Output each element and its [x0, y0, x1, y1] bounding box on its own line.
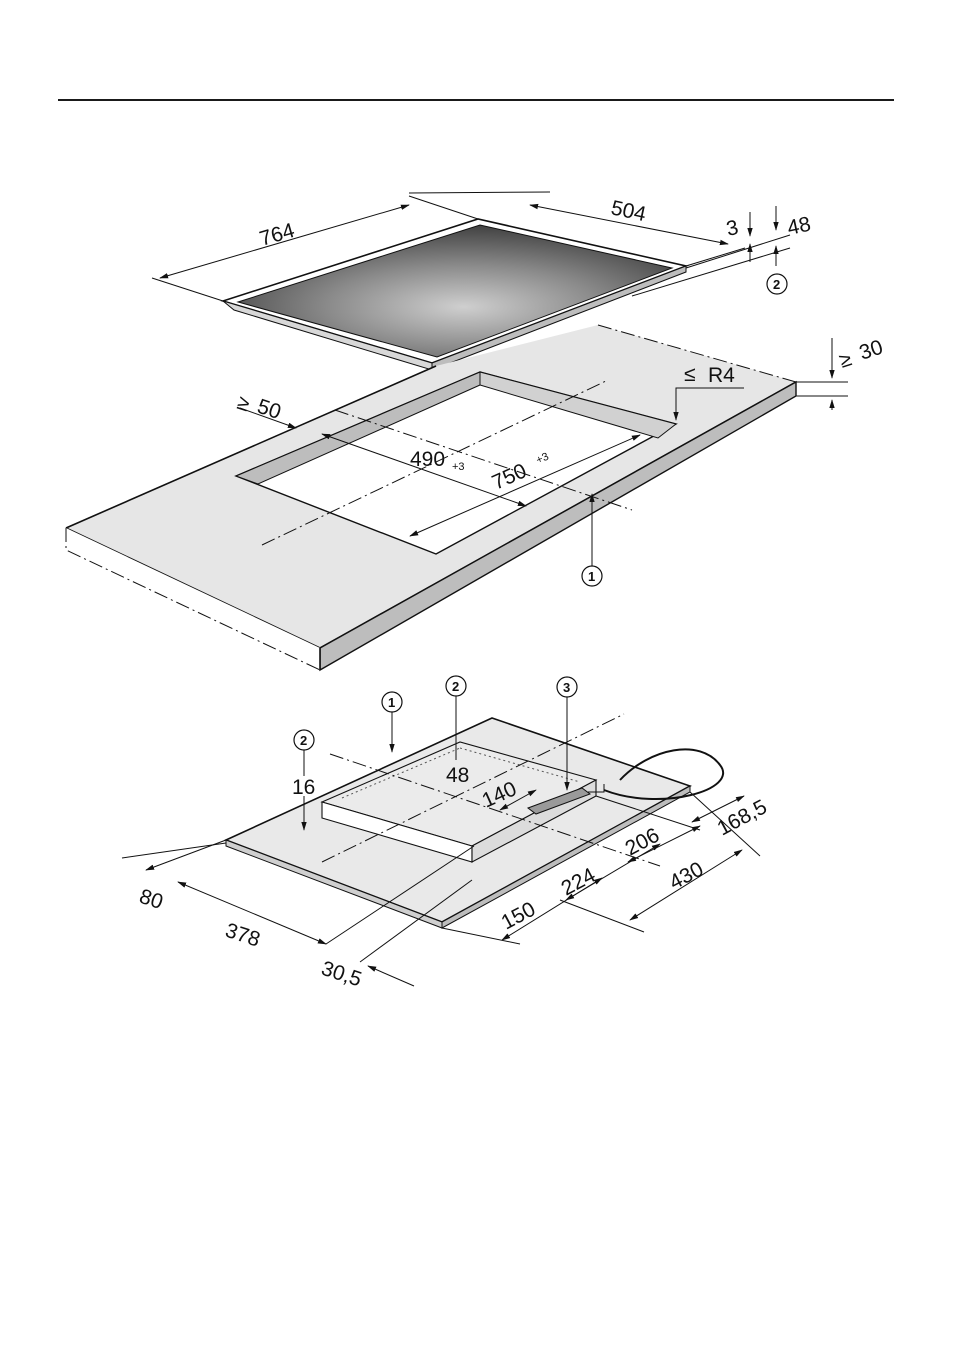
dim-right-total: 430	[666, 858, 708, 895]
dim-hob-width: 764	[257, 219, 297, 251]
callout-2-label: 2	[452, 679, 459, 694]
dim-hob-height: 48	[785, 213, 813, 240]
dim-left-offset: 80	[136, 885, 165, 914]
dim-glass-thickness: 3	[724, 216, 740, 241]
dim-corner-radius: R4	[708, 364, 735, 387]
dim-right-b: 168,5	[714, 795, 771, 840]
worktop-cutout-view: 750 +3 490 +3 ≥ 50 ≤ R4 ≥ 30 1	[66, 325, 886, 670]
callout-1-label: 1	[388, 695, 395, 710]
dim-cutout-depth: 490	[410, 448, 445, 471]
dim-min-front-distance: 50	[254, 395, 283, 424]
hob-underside-view: 1 2 48 3 2 16 140 80 378 30,5 150 224	[122, 676, 771, 991]
dim-front-b: 224	[558, 864, 600, 901]
dim-box-left: 378	[222, 919, 262, 952]
dim-side-height: 16	[292, 776, 315, 799]
dim-min-front-prefix: ≥	[234, 391, 252, 416]
dim-radius-prefix: ≤	[684, 363, 696, 386]
callout-height-label: 2	[773, 277, 780, 292]
dim-cutout-depth-tol: +3	[452, 461, 465, 473]
dim-min-thickness: 30	[856, 336, 885, 365]
callout-3-label: 3	[563, 680, 570, 695]
dim-front-a: 150	[498, 898, 540, 935]
hob-top-view: 764 504 3 48 2	[152, 192, 813, 373]
callout-2b-label: 2	[300, 733, 307, 748]
dim-box-left-small: 30,5	[318, 957, 364, 992]
callout-front-edge-label: 1	[588, 569, 595, 584]
dim-min-thickness-prefix: ≥	[836, 347, 854, 372]
dim-box-height: 48	[446, 764, 469, 787]
